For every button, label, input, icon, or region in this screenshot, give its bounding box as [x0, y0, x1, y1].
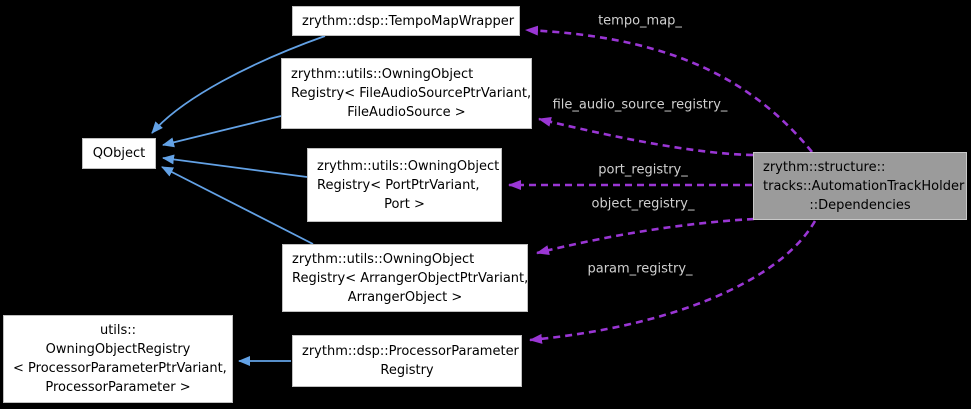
- node-automation-track-holder-dependencies: zrythm::structure:: tracks::AutomationTr…: [753, 152, 967, 220]
- usage-edge-tempo-map: [525, 25, 814, 153]
- inherit-edge-tempomapwrapper-to-qobject: [151, 35, 326, 134]
- node-port-registry[interactable]: zrythm::utils::OwningObject Registry< Po…: [307, 148, 502, 222]
- usage-edge-object-registry: [536, 217, 755, 255]
- inherit-edge-fileaudiosourceregistry-to-qobject: [162, 115, 282, 148]
- usage-edge-param-registry: [529, 220, 817, 344]
- edge-label-tempo-map: tempo_map_: [598, 13, 682, 29]
- edge-label-file-audio-source-registry: file_audio_source_registry_: [552, 97, 728, 113]
- node-processor-parameter-registry[interactable]: zrythm::dsp::ProcessorParameter Registry: [292, 335, 522, 387]
- node-tempo-map-wrapper[interactable]: zrythm::dsp::TempoMapWrapper: [292, 6, 520, 36]
- edge-label-object-registry: object_registry_: [591, 196, 695, 212]
- edge-label-param-registry: param_registry_: [587, 261, 693, 277]
- node-file-audio-source-registry[interactable]: zrythm::utils::OwningObject Registry< Fi…: [281, 58, 532, 129]
- edge-label-port-registry: port_registry_: [598, 162, 688, 178]
- node-processor-parameter-owning-registry[interactable]: utils:: OwningObjectRegistry < Processor…: [3, 315, 233, 403]
- inherit-edge-portregistry-to-qobject: [162, 154, 308, 178]
- node-qobject[interactable]: QObject: [82, 138, 156, 169]
- usage-edge-file-audio-source-registry: [538, 116, 754, 157]
- node-arranger-object-registry[interactable]: zrythm::utils::OwningObject Registry< Ar…: [282, 244, 528, 312]
- inherit-edge-arrangerobjectregistry-to-qobject: [161, 166, 314, 245]
